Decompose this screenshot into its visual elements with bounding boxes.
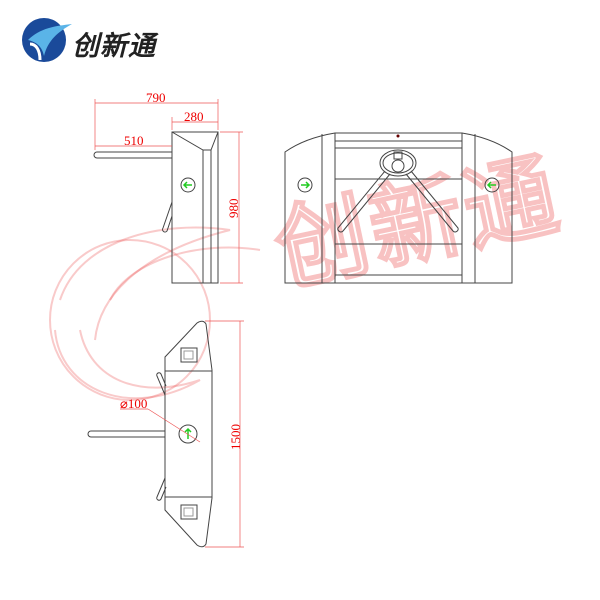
- card-reader-icon: [180, 504, 198, 520]
- arrow-left-icon: [486, 181, 496, 189]
- side-arm: [93, 151, 172, 159]
- side-arm-lower: [162, 201, 173, 233]
- dim-1500: 1500: [228, 424, 243, 450]
- dim-790: 790: [146, 90, 166, 105]
- card-reader-icon: [180, 347, 198, 363]
- rotor-arm-right: [405, 170, 459, 233]
- top-dimensions: [120, 320, 244, 548]
- top-view: [87, 320, 213, 548]
- brand-logo-icon: [22, 18, 72, 62]
- watermark-logo: [49, 226, 261, 401]
- rotor-hub: [379, 149, 417, 177]
- dim-280: 280: [184, 109, 204, 124]
- arrow-right-icon: [301, 181, 311, 189]
- rotor-arm-left: [337, 170, 391, 233]
- arrow-left-icon: [182, 181, 192, 189]
- dim-diameter-100: ⌀100: [120, 396, 147, 411]
- side-view: [93, 131, 219, 284]
- top-arm: [87, 430, 165, 438]
- front-view: [284, 132, 513, 284]
- dim-510: 510: [124, 133, 144, 148]
- dim-980: 980: [226, 199, 241, 219]
- side-dimensions: [94, 99, 243, 284]
- brand-name: 创新通: [72, 31, 156, 62]
- indicator-dot: [396, 134, 400, 138]
